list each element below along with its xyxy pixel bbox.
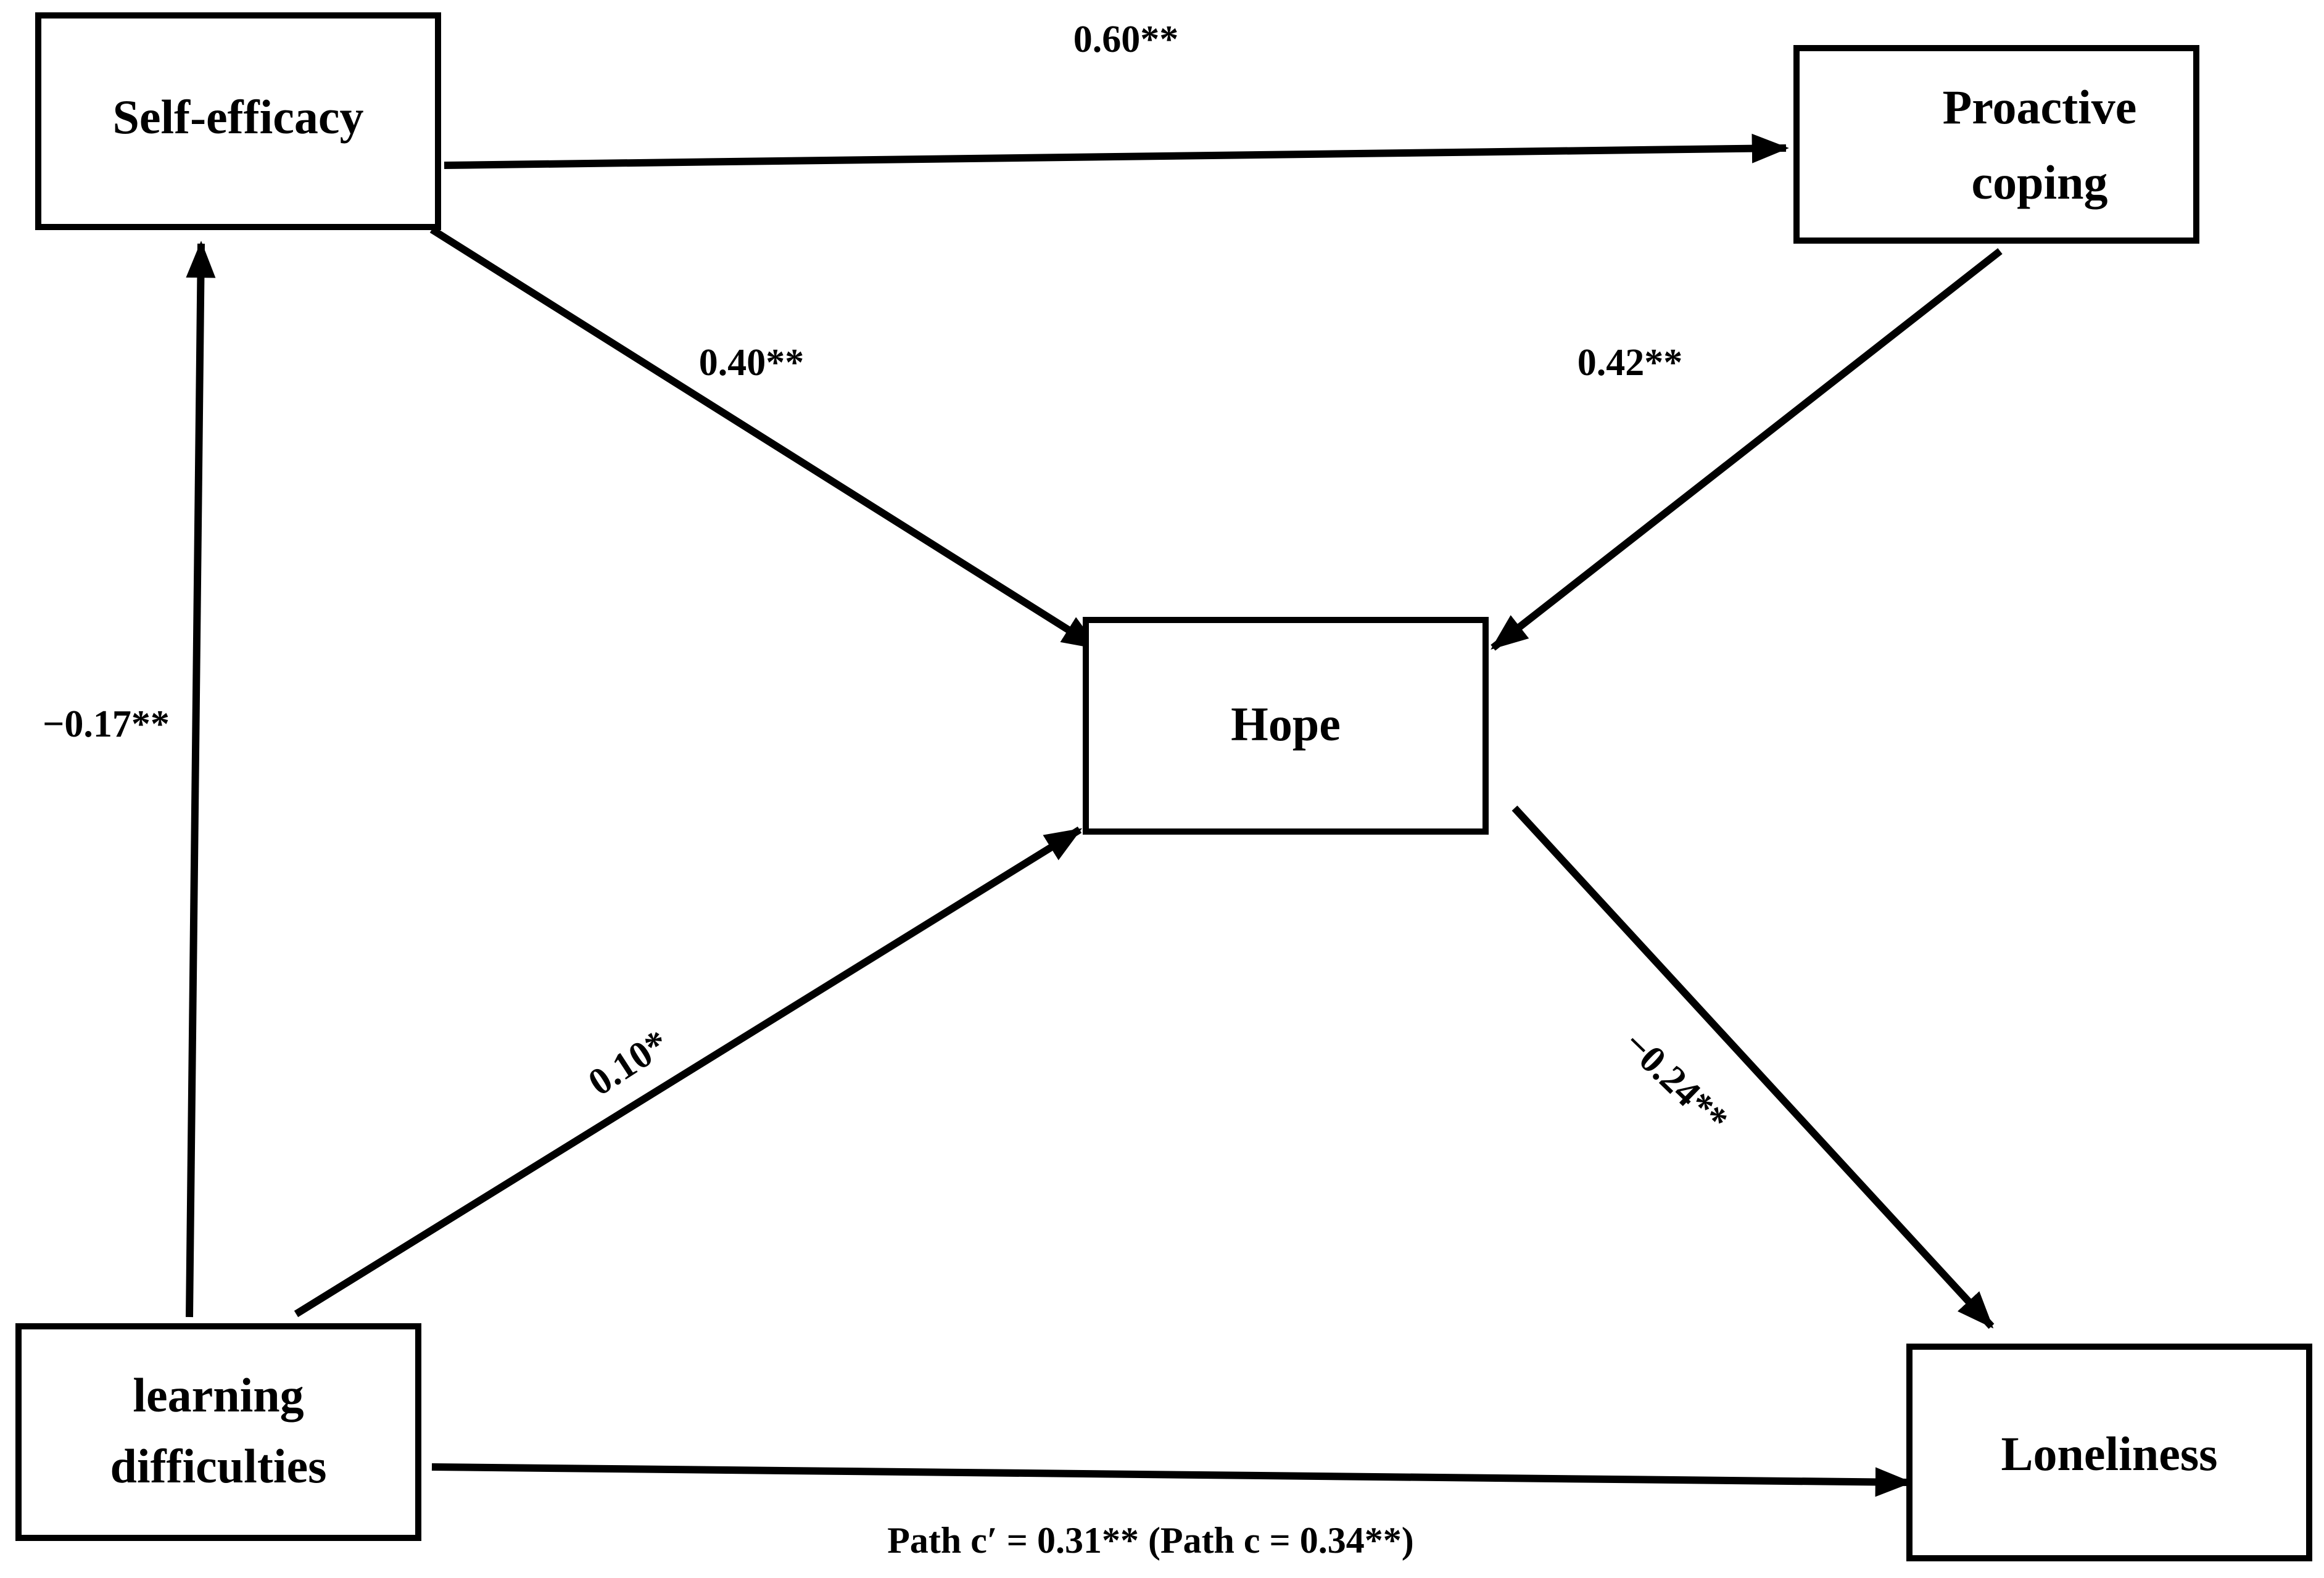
- node-learning-difficulties-label-line2: difficulties: [110, 1439, 327, 1493]
- arrow-self-efficacy-to-proactive-coping: [444, 133, 1789, 169]
- arrow-proactive-coping-to-hope: [1491, 248, 2003, 651]
- arrow-learning-difficulties-to-hope: [294, 826, 1083, 1318]
- node-loneliness-label: Loneliness: [2001, 1427, 2217, 1481]
- node-learning-difficulties: learning difficulties: [15, 1323, 421, 1541]
- node-self-efficacy-label: Self-efficacy: [112, 90, 363, 144]
- node-proactive-coping-label-line1: Proactive: [1943, 80, 2137, 134]
- coef-hope-to-loneliness: −0.24**: [1615, 1023, 1735, 1141]
- coef-learning-difficulties-to-self-efficacy: −0.17**: [43, 703, 170, 745]
- node-proactive-coping-label-line2: coping: [1971, 155, 2107, 209]
- node-loneliness: Loneliness: [1906, 1344, 2312, 1561]
- node-learning-difficulties-label-line1: learning: [133, 1368, 304, 1422]
- arrow-hope-to-loneliness: [1511, 805, 1995, 1329]
- coef-proactive-coping-to-hope: 0.42**: [1578, 342, 1683, 384]
- node-self-efficacy: Self-efficacy: [35, 12, 441, 230]
- node-hope: Hope: [1083, 617, 1489, 835]
- coef-direct-effect: Path c′ = 0.31** (Path c = 0.34**): [887, 1520, 1413, 1561]
- node-hope-label: Hope: [1231, 697, 1341, 751]
- arrow-learning-difficulties-to-self-efficacy: [186, 241, 216, 1318]
- arrow-self-efficacy-to-hope: [429, 226, 1100, 651]
- coef-self-efficacy-to-proactive-coping: 0.60**: [1073, 19, 1179, 60]
- arrow-learning-difficulties-to-loneliness: [431, 1463, 1913, 1497]
- node-proactive-coping: Proactive coping: [1793, 45, 2199, 244]
- coef-self-efficacy-to-hope: 0.40**: [699, 342, 804, 384]
